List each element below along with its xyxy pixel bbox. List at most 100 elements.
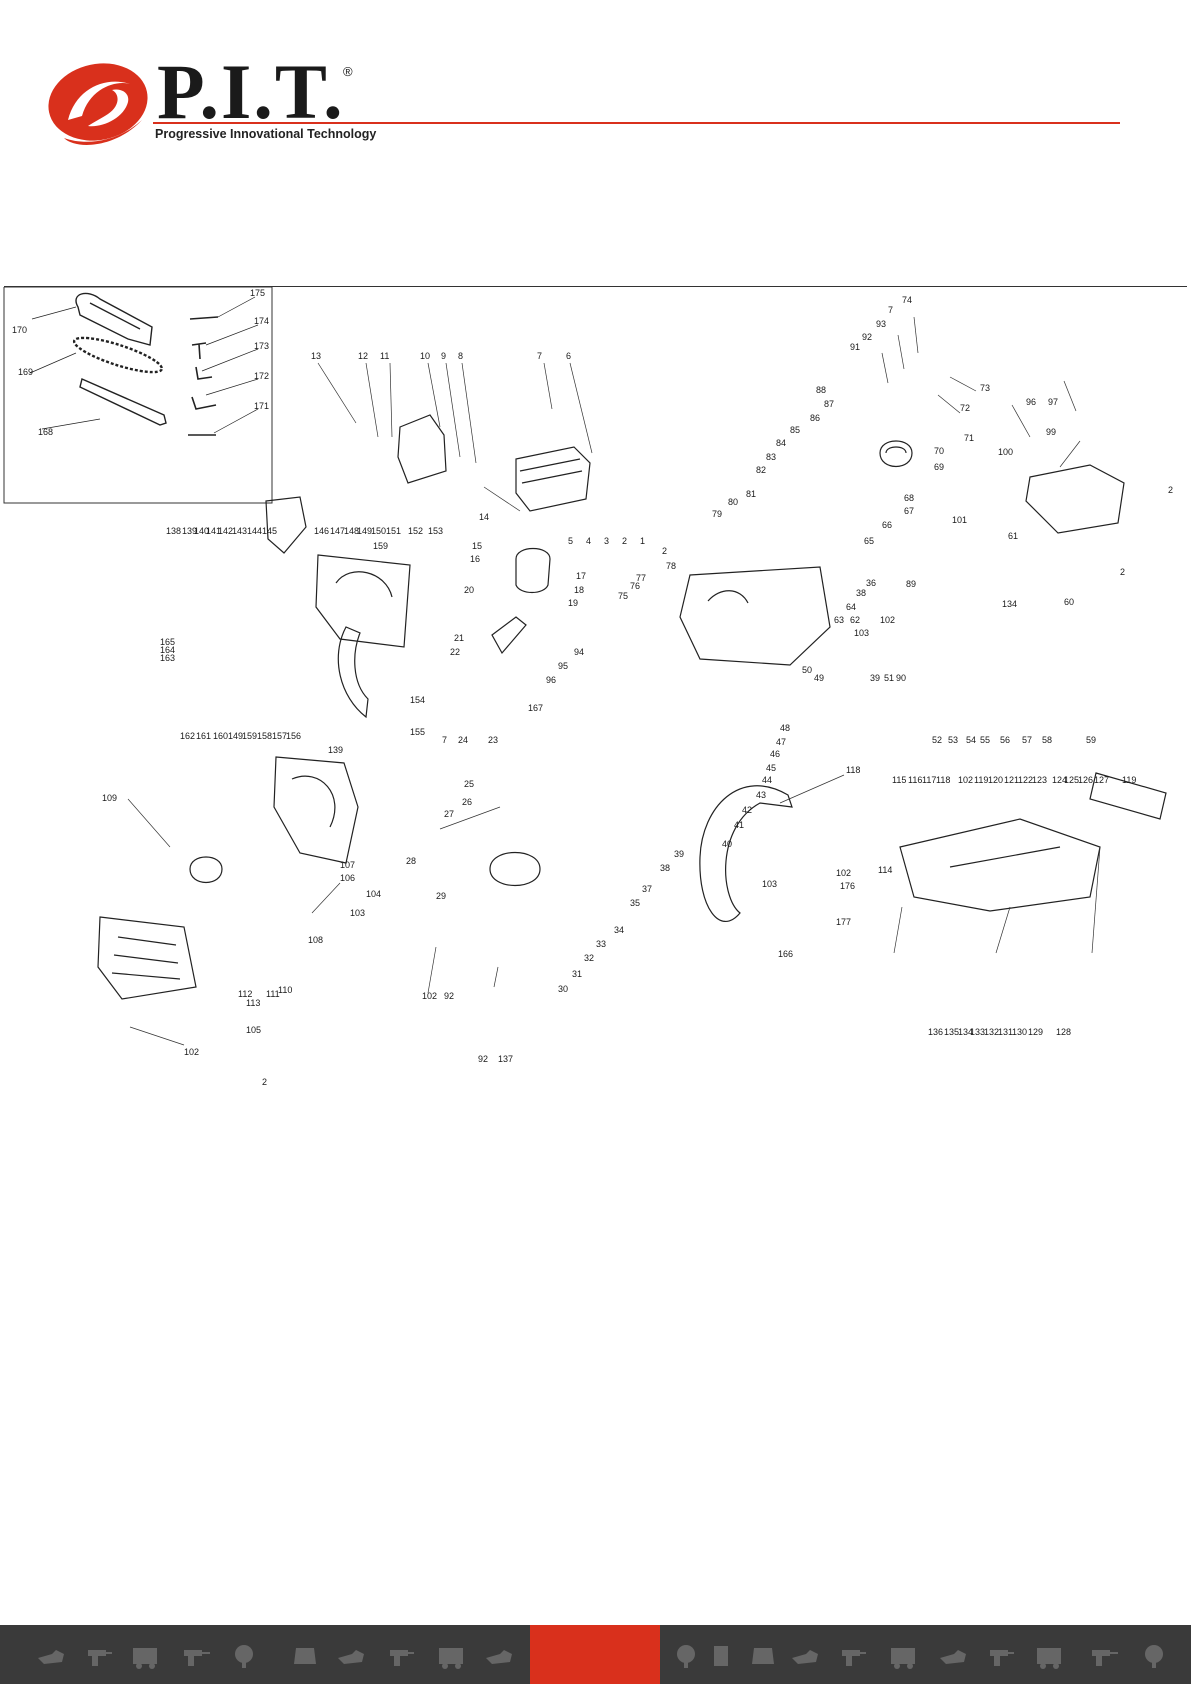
chainsaw-icon [486,1650,512,1664]
part-label: 32 [584,953,594,963]
part-label: 136 [928,1027,943,1037]
page-footer [0,1625,1191,1684]
part-label: 125 [1064,775,1079,785]
part-label: 122 [1018,775,1033,785]
part-label: 93 [876,319,886,329]
part-label: 36 [866,578,876,588]
generator-icon [891,1648,915,1669]
crankshaft-drawing [491,616,527,655]
top-cover-drawing [397,414,447,484]
part-label: 79 [712,509,722,519]
part-label: 105 [246,1025,261,1035]
part-label: 144 [247,526,262,536]
brand-name: P.I.T. [157,48,345,135]
part-label: 40 [722,839,732,849]
part-label: 109 [102,793,117,803]
part-label: 5 [568,536,573,546]
part-label: 107 [340,860,355,870]
part-label: 96 [1026,397,1036,407]
part-label: 11 [380,351,389,361]
part-label: 38 [856,588,866,598]
inset-label: 168 [38,427,53,437]
part-label: 102 [880,615,895,625]
part-label: 2 [1120,567,1125,577]
part-label: 48 [780,723,790,733]
part-label: 15 [472,541,482,551]
part-label: 55 [980,735,990,745]
part-label: 24 [458,735,468,745]
part-label: 154 [410,695,425,705]
part-label: 102 [184,1047,199,1057]
part-label: 1 [640,536,645,546]
part-label: 126 [1078,775,1093,785]
page-header: P.I.T. ® Progressive Innovational Techno… [0,0,1191,160]
part-label: 61 [1008,531,1018,541]
part-label: 87 [824,399,834,409]
part-label: 139 [182,526,197,536]
part-label: 130 [1012,1027,1027,1037]
part-label: 145 [262,526,277,536]
generator-icon [133,1648,157,1669]
part-label: 110 [278,985,292,995]
part-label: 149 [357,526,372,536]
part-label: 65 [864,536,874,546]
part-label: 156 [286,731,301,741]
part-label: 137 [498,1054,513,1064]
part-label: 152 [408,526,423,536]
mixer-icon [677,1645,695,1668]
hammer-drill-icon [184,1650,210,1666]
part-label: 162 [180,731,195,741]
part-label: 20 [464,585,474,595]
part-label: 12 [358,351,368,361]
part-label: 155 [410,727,425,737]
crankcase-drawing [679,566,831,666]
part-label: 66 [882,520,892,530]
drill-icon [88,1650,112,1666]
part-label: 139 [328,745,343,755]
part-label: 120 [988,775,1003,785]
part-label: 35 [630,898,640,908]
generator-icon [439,1648,463,1669]
starter-cover-drawing [97,916,197,1000]
part-label: 75 [618,591,628,601]
part-label: 121 [1004,775,1019,785]
part-label: 54 [966,735,976,745]
part-label: 165 [160,637,175,647]
part-label: 57 [1022,735,1032,745]
part-label: 58 [1042,735,1052,745]
part-label: 41 [734,820,744,830]
inset-label: 170 [12,325,27,335]
part-label: 133 [970,1027,985,1037]
air-filter-cover-drawing [1025,464,1125,534]
part-label: 70 [934,446,944,456]
part-label: 23 [488,735,498,745]
part-label: 159 [242,731,257,741]
chainsaw-icon [792,1650,818,1664]
part-label: 97 [1048,397,1058,407]
part-label: 39 [674,849,684,859]
part-label: 56 [1000,735,1010,745]
part-label: 114 [878,865,892,875]
part-label: 92 [862,332,872,342]
part-label: 7 [888,305,893,315]
part-label: 127 [1094,775,1109,785]
part-label: 160 [213,731,228,741]
part-label: 81 [746,489,756,499]
part-label: 163 [160,653,175,663]
grip-drawing [1089,772,1167,820]
part-label: 164 [160,645,175,655]
part-label: 74 [902,295,912,305]
part-label: 68 [904,493,914,503]
part-label: 176 [840,881,855,891]
bar-cover-drawing [75,292,153,346]
part-label: 34 [614,925,624,935]
part-label: 82 [756,465,766,475]
part-label: 14 [479,512,489,522]
part-label: 2 [1168,485,1173,495]
brand-tagline: Progressive Innovational Technology [155,127,377,141]
starter-housing-drawing [273,756,359,864]
part-label: 138 [166,526,181,536]
header-rule [153,122,1120,124]
part-label: 119 [1122,775,1136,785]
part-label: 149 [228,731,243,741]
